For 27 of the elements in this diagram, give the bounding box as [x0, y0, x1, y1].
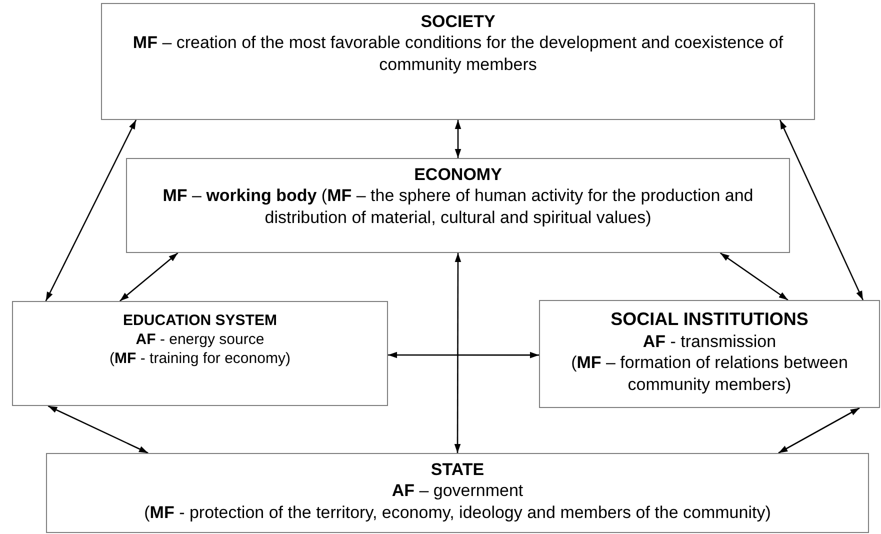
box-description: AF - transmission — [642, 330, 776, 352]
box-heading: ECONOMY — [414, 165, 502, 186]
box-heading: STATE — [430, 460, 484, 480]
box-description: (MF - protection of the territory, economy, ideology and members of the community) — [144, 502, 771, 524]
text-box — [46, 453, 869, 533]
double-arrow — [778, 407, 860, 454]
double-arrow — [720, 252, 788, 301]
text-box — [12, 301, 388, 406]
double-arrow — [45, 120, 137, 302]
box-heading: SOCIAL INSTITUTIONS — [610, 309, 808, 331]
box-description: (MF - training for economy) — [110, 349, 290, 368]
double-arrow — [454, 120, 462, 158]
double-arrow — [120, 252, 178, 302]
double-arrow — [454, 253, 462, 453]
box-description: MF – working body (MF – the sphere of human activity for the production and distribution of material, cultural and spiritual values) — [162, 185, 754, 229]
box-description: AF – government — [392, 480, 524, 502]
box-description: AF - energy source — [136, 330, 264, 350]
double-arrow — [48, 405, 148, 454]
double-arrow — [388, 352, 539, 358]
text-box — [539, 300, 880, 408]
box-heading: EDUCATION SYSTEM — [123, 312, 277, 330]
text-box — [126, 158, 790, 253]
text-box — [101, 3, 815, 120]
box-description: (MF – formation of relations between community members) — [570, 352, 849, 396]
double-arrow — [779, 120, 864, 300]
box-heading: SOCIETY — [420, 12, 496, 32]
box-description: MF – creation of the most favorable conditions for the development and coexistence of community members — [132, 32, 784, 76]
